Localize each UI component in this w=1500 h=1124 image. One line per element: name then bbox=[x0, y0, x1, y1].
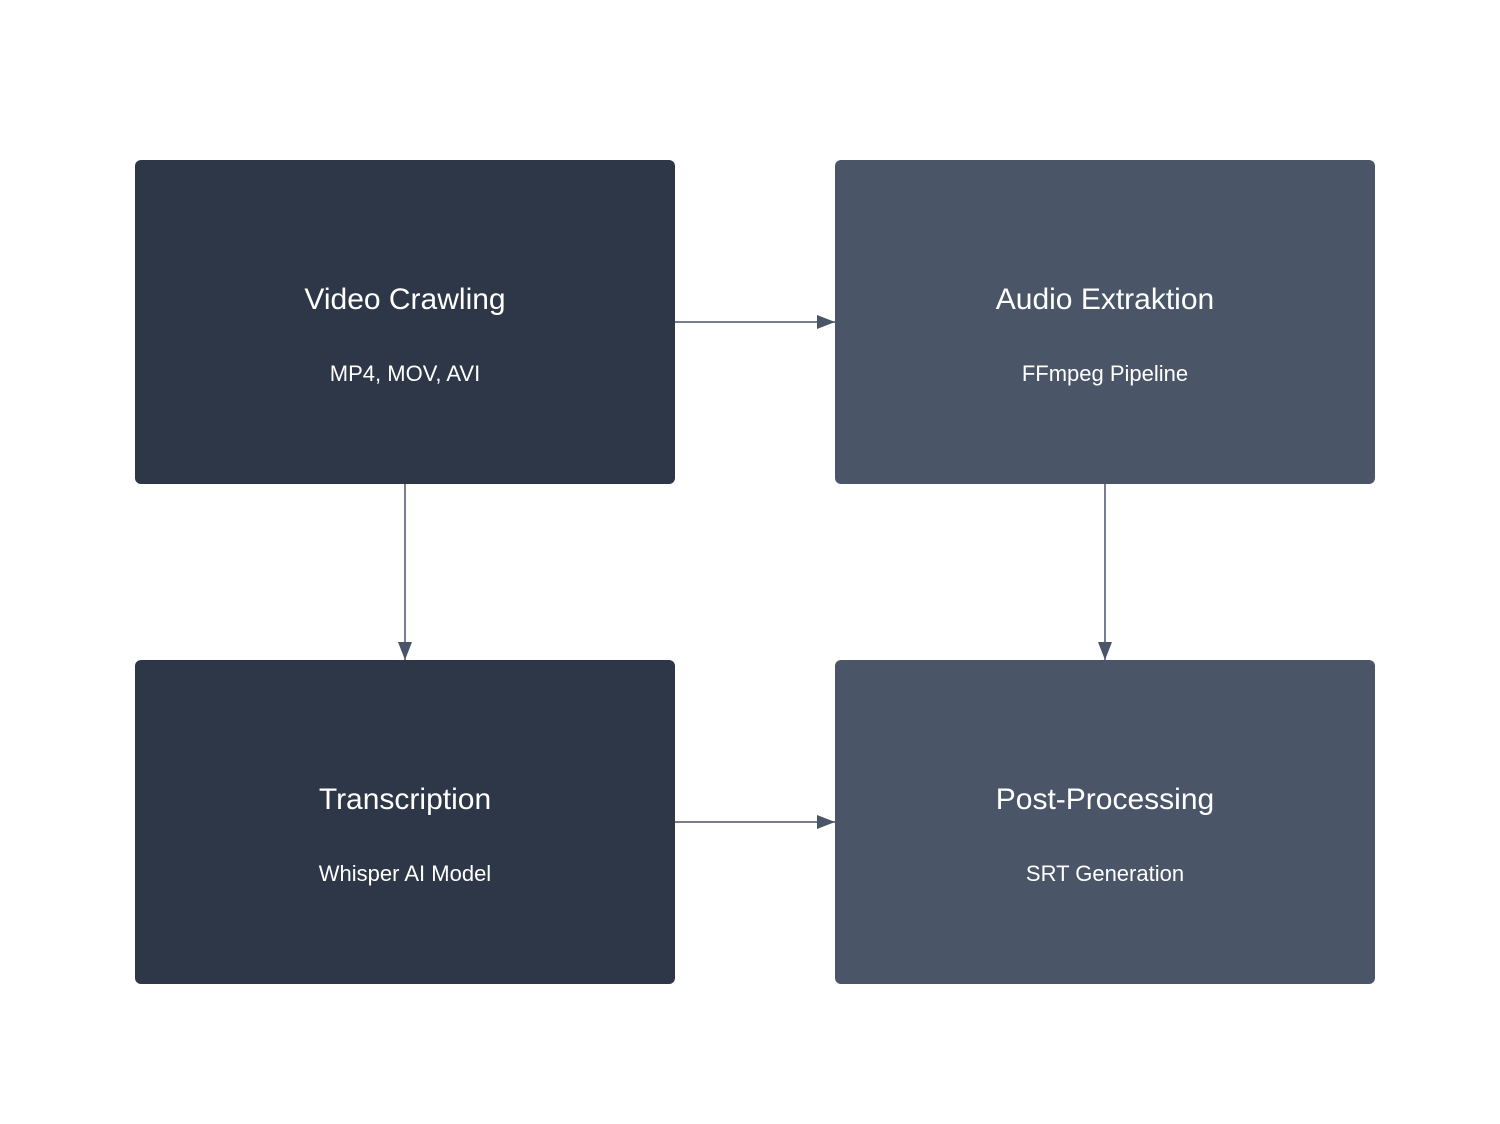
node-title: Post-Processing bbox=[995, 783, 1215, 816]
node-title: Audio Extraktion bbox=[995, 283, 1215, 316]
node-subtitle: FFmpeg Pipeline bbox=[1021, 361, 1189, 386]
node-post-processing: Post-Processing SRT Generation bbox=[835, 660, 1375, 984]
node-audio-extraktion: Audio Extraktion FFmpeg Pipeline bbox=[835, 160, 1375, 484]
node-transcription: Transcription Whisper AI Model bbox=[135, 660, 675, 984]
node-subtitle: Whisper AI Model bbox=[318, 861, 492, 886]
node-subtitle: SRT Generation bbox=[1025, 861, 1185, 886]
node-subtitle: MP4, MOV, AVI bbox=[329, 361, 481, 386]
node-title: Transcription bbox=[318, 783, 492, 816]
node-video-crawling: Video Crawling MP4, MOV, AVI bbox=[135, 160, 675, 484]
node-title: Video Crawling bbox=[304, 283, 506, 316]
